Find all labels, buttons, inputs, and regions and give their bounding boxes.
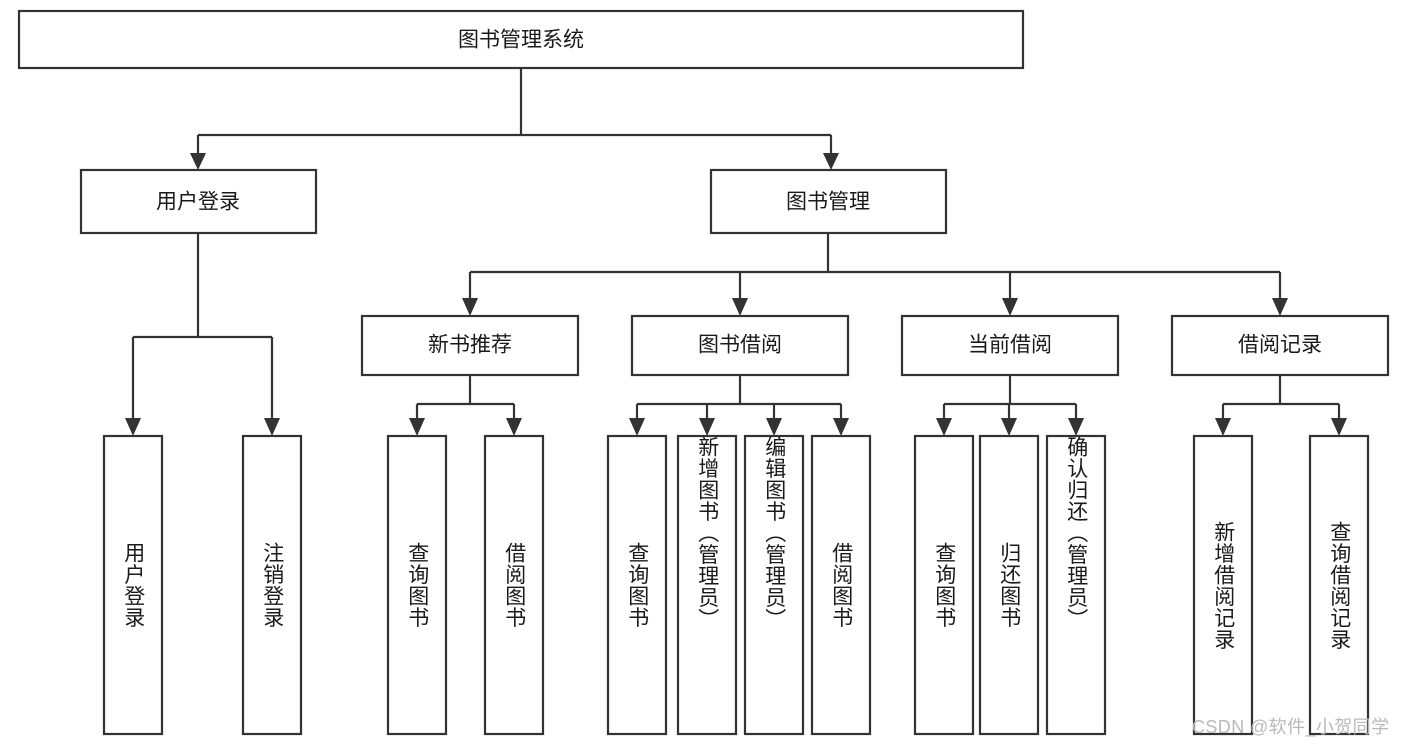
leaf-box-query-book-2[interactable] <box>606 434 668 736</box>
leaf-box-return-book[interactable] <box>978 434 1040 736</box>
leaf-box-query-book-1[interactable] <box>386 434 448 736</box>
node-current-borrow-box <box>900 314 1120 377</box>
node-book-borrow[interactable]: 图书借阅 <box>630 314 850 377</box>
node-current-borrow[interactable]: 当前借阅 <box>900 314 1120 377</box>
node-book-manage-label: 图书管理 <box>786 191 870 214</box>
arrow-head-icon <box>1215 418 1231 436</box>
arrow-head-icon <box>823 153 839 170</box>
leaf-box-borrow-book-2[interactable] <box>810 434 872 736</box>
node-book-borrow-label: 图书借阅 <box>698 334 782 357</box>
arrow-head-icon <box>1331 418 1347 436</box>
arrow-head-icon <box>409 418 425 436</box>
node-new-book-recommend-label: 新书推荐 <box>428 334 512 357</box>
node-book-manage[interactable]: 图书管理 <box>709 168 948 235</box>
leaf-box-query-record[interactable] <box>1308 434 1370 736</box>
leaf-box-add-book[interactable] <box>676 434 738 736</box>
arrow-head-icon <box>833 418 849 436</box>
arrow-head-icon <box>462 298 478 316</box>
connector-user-login-to-leaves <box>125 233 280 436</box>
arrow-head-icon <box>629 418 645 436</box>
node-user-login-box <box>79 168 318 235</box>
node-root-label: 图书管理系统 <box>458 29 584 52</box>
node-user-login-label: 用户登录 <box>156 191 240 214</box>
node-borrow-record[interactable]: 借阅记录 <box>1170 314 1390 377</box>
arrow-head-icon <box>699 418 715 436</box>
arrow-head-icon <box>936 418 952 436</box>
leaf-box-edit-book[interactable] <box>743 434 805 736</box>
arrow-head-icon <box>1002 298 1018 316</box>
leaf-box-confirm-return[interactable] <box>1045 434 1107 736</box>
arrow-head-icon <box>1068 418 1084 436</box>
node-new-book-recommend-box <box>360 314 580 377</box>
leaf-box-query-book-3[interactable] <box>913 434 975 736</box>
node-borrow-record-label: 借阅记录 <box>1238 334 1322 357</box>
arrow-head-icon <box>766 418 782 436</box>
leaf-box-user-login[interactable] <box>102 434 164 736</box>
arrow-head-icon <box>506 418 522 436</box>
arrow-head-icon <box>125 418 141 436</box>
node-new-book-recommend[interactable]: 新书推荐 <box>360 314 580 377</box>
connector-borrow-record-to-leaves <box>1215 375 1347 436</box>
arrow-head-icon <box>190 153 206 170</box>
node-root-box <box>17 9 1025 70</box>
node-user-login[interactable]: 用户登录 <box>79 168 318 235</box>
leaf-box-add-record[interactable] <box>1192 434 1254 736</box>
node-current-borrow-label: 当前借阅 <box>968 334 1052 357</box>
csdn-watermark: CSDN @软件_小贺同学 <box>1192 717 1390 737</box>
arrow-head-icon <box>732 298 748 316</box>
arrow-head-icon <box>1272 298 1288 316</box>
arrow-head-icon <box>264 418 280 436</box>
connector-root-to-level2 <box>190 68 839 170</box>
connector-current-borrow-to-leaves <box>936 375 1084 436</box>
leaf-box-logout-login[interactable] <box>241 434 303 736</box>
node-root[interactable]: 图书管理系统 <box>17 9 1025 70</box>
connector-book-borrow-to-leaves <box>629 375 849 436</box>
leaf-box-borrow-book-1[interactable] <box>483 434 545 736</box>
connector-new-book-recommend-to-leaves <box>409 375 522 436</box>
connector-book-manage-to-level3 <box>462 233 1288 316</box>
arrow-head-icon <box>1001 418 1017 436</box>
